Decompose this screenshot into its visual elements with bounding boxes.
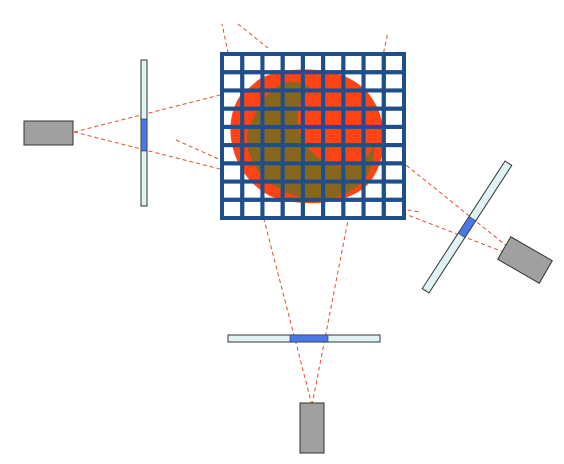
grid-cell (224, 201, 241, 216)
grid-line (220, 88, 406, 93)
bottom-camera-body (299, 402, 325, 454)
left-camera (23, 59, 148, 207)
grid-cell (385, 74, 402, 89)
grid-cell (385, 201, 402, 216)
grid-cell (385, 92, 402, 107)
left-camera-body (23, 120, 74, 146)
ray (311, 209, 351, 406)
bottom-camera (227, 334, 381, 454)
bottom-projection-segment (289, 334, 329, 343)
grid-cell (385, 128, 402, 144)
ray (73, 131, 233, 173)
right-camera-body (497, 236, 553, 284)
ray (259, 203, 313, 406)
grid-line (321, 52, 326, 220)
grid-cell (365, 74, 382, 89)
grid-line (220, 70, 406, 75)
grid-cell (345, 201, 362, 216)
grid-cell (385, 147, 402, 162)
grid-cell (264, 56, 281, 71)
grid-cells (220, 52, 406, 220)
grid-line (381, 52, 386, 220)
grid-line (280, 52, 285, 220)
grid-cell (325, 201, 342, 216)
grid-line (260, 52, 265, 220)
grid-line (220, 52, 406, 56)
grid-line (220, 143, 406, 148)
grid-cell (304, 56, 322, 71)
grid-line (220, 197, 406, 202)
grid-line (361, 52, 366, 220)
grid-cell (365, 183, 382, 198)
grid-line (402, 52, 406, 220)
grid-line (220, 106, 406, 111)
grid-cell (224, 74, 241, 89)
grid-cell (244, 56, 261, 71)
grid-cell (385, 183, 402, 198)
left-projection-segment (140, 118, 148, 152)
grid-cell (224, 165, 241, 180)
voxel-grid (220, 52, 406, 220)
ray (405, 164, 525, 261)
grid-cell (365, 201, 382, 216)
ray (73, 91, 233, 133)
grid-cell (304, 201, 322, 216)
grid-cell (244, 201, 261, 216)
grid-cell (264, 201, 281, 216)
grid-cell (385, 110, 402, 125)
grid-cell (284, 56, 301, 71)
grid-cell (385, 56, 402, 71)
grid-cell (345, 56, 362, 71)
grid-line (220, 216, 406, 220)
grid-cell (325, 56, 342, 71)
right-projection-segment (457, 216, 477, 238)
grid-cell (385, 165, 402, 180)
grid-line (240, 52, 245, 220)
grid-cell (224, 183, 241, 198)
grid-line (220, 161, 406, 166)
ray (237, 23, 269, 49)
grid-line (220, 124, 406, 129)
grid-cell (284, 201, 301, 216)
grid-cell (244, 183, 261, 198)
grid-line (220, 179, 406, 184)
grid-cell (365, 56, 382, 71)
grid-cell (224, 56, 241, 71)
grid-line (300, 52, 305, 220)
grid-line (220, 52, 224, 220)
right-camera (421, 160, 553, 294)
grid-line (341, 52, 346, 220)
